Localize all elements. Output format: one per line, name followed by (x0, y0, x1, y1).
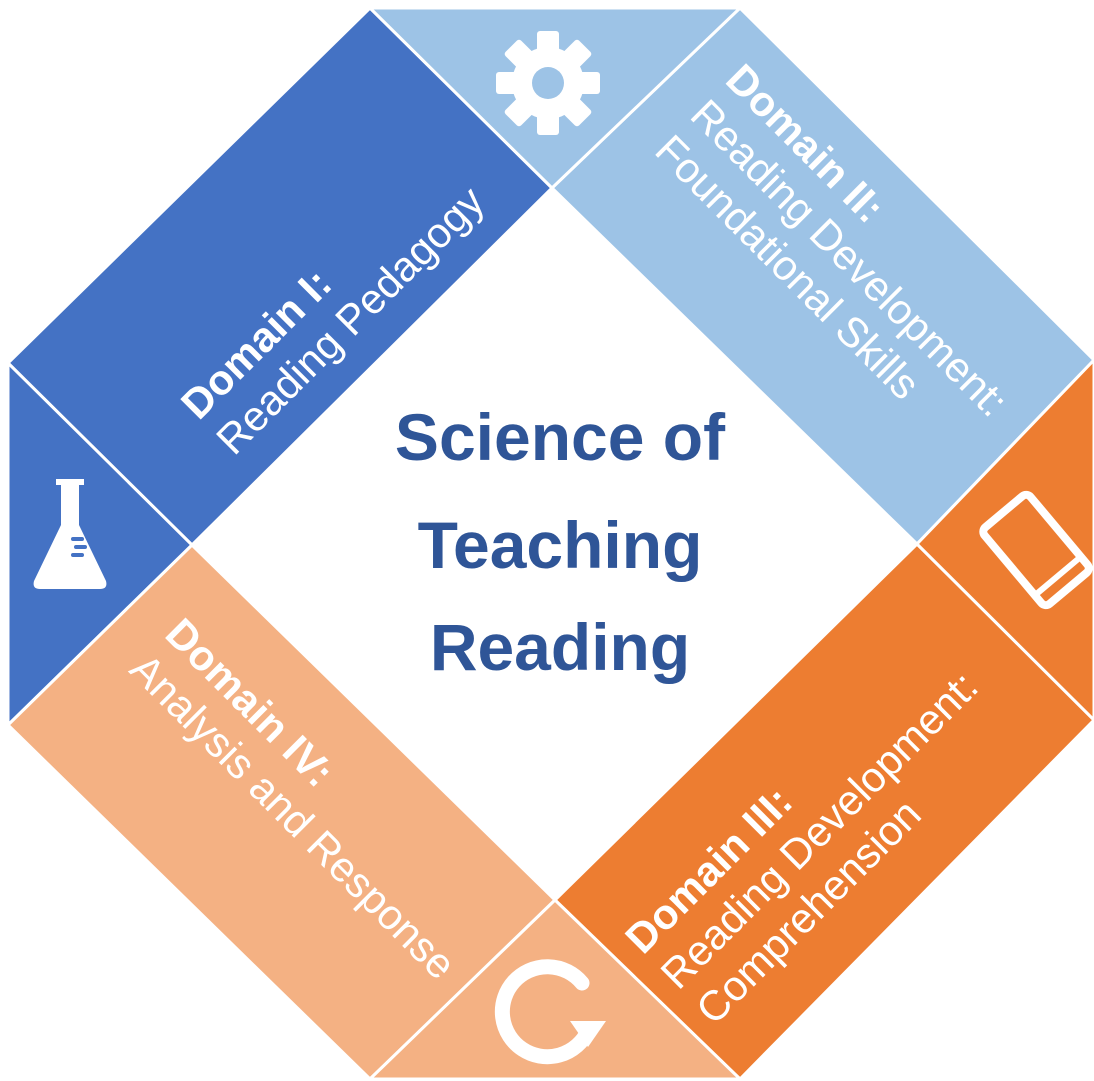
book-icon (979, 490, 1093, 610)
domain-4-corner (366, 897, 744, 1081)
gear-icon (496, 31, 600, 135)
center-title-line-1: Science of (395, 400, 726, 474)
center-title: Science of Teaching Reading (395, 400, 726, 684)
center-diamond (192, 188, 917, 900)
domain-4-segment (5, 542, 744, 1081)
domain-3-corner (914, 357, 1094, 723)
center-title-line-3: Reading (430, 610, 690, 684)
refresh-cycle-icon (494, 959, 606, 1065)
flask-icon (33, 479, 107, 589)
center-title-line-2: Teaching (418, 508, 703, 582)
